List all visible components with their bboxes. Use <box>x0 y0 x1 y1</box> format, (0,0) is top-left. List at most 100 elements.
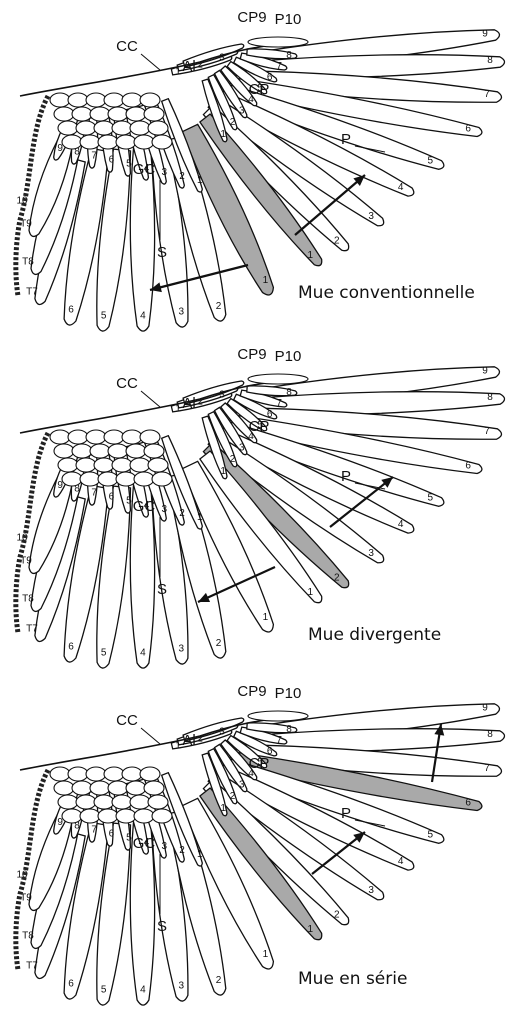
primary-covert-number: 3 <box>239 780 245 791</box>
greater-coverts-label: GC <box>133 835 156 852</box>
primary-coverts-label: CP <box>249 755 270 772</box>
primary-number: 4 <box>398 182 404 193</box>
greater-covert-number: 5 <box>126 496 132 507</box>
greater-covert-number: 3 <box>161 841 167 852</box>
greater-covert-number: 2 <box>179 845 185 856</box>
primary-covert-number: 8 <box>286 724 292 735</box>
primary-coverts-label: CP <box>249 81 270 98</box>
secondary-number: 2 <box>216 975 222 986</box>
primary-number: 5 <box>428 830 434 841</box>
primary-number: 7 <box>484 426 490 437</box>
primary-number: 4 <box>398 856 404 867</box>
greater-covert-number: 2 <box>179 171 185 182</box>
secondary-number: 1 <box>263 612 269 623</box>
primary-covert-number: 7 <box>276 61 282 72</box>
cp9-label: CP9 <box>237 9 266 26</box>
tertial-label: T7 <box>26 287 38 298</box>
secondary-number: 3 <box>178 644 184 655</box>
primary-covert-number: 2 <box>230 791 236 802</box>
cp9-label: CP9 <box>237 683 266 700</box>
primary-number: 6 <box>465 461 471 472</box>
primary-number: 6 <box>465 798 471 809</box>
greater-covert-number: 7 <box>91 825 97 836</box>
carpal-covert-leader <box>141 54 160 70</box>
cp9-label: CP9 <box>237 346 266 363</box>
wing-diagram: 987654321654321T7T8T91012345678912345678… <box>0 674 523 1010</box>
primary-covert-number: 1 <box>220 803 226 814</box>
secondary-number: 6 <box>68 305 74 316</box>
secondary-number: 6 <box>68 642 74 653</box>
greater-coverts-label: GC <box>133 161 156 178</box>
carpal-covert-label: CC <box>116 375 138 392</box>
greater-covert-number: 1 <box>197 175 203 186</box>
primary-coverts-label: CP <box>249 418 270 435</box>
secondary-number: 2 <box>216 301 222 312</box>
primary-covert-number: 2 <box>230 117 236 128</box>
lesser-coverts <box>50 767 172 823</box>
primary-covert-number: 8 <box>286 387 292 398</box>
alula-label: Al <box>182 732 195 749</box>
secondary-number: 5 <box>101 311 107 322</box>
greater-covert-number: 7 <box>91 151 97 162</box>
secondaries-label: S <box>157 918 167 935</box>
tertial-label: T7 <box>26 624 38 635</box>
secondaries-label: S <box>157 244 167 261</box>
lesser-coverts <box>50 93 172 149</box>
primaries-label: P <box>341 805 351 822</box>
tertial-label: T8 <box>22 594 34 605</box>
greater-covert-number: 3 <box>161 504 167 515</box>
panel-caption: Mue en série <box>298 969 407 989</box>
greater-covert-number: 3 <box>161 167 167 178</box>
primary-number: 2 <box>334 235 340 246</box>
primary-covert-number: 3 <box>239 443 245 454</box>
tertial-label: T7 <box>26 961 38 972</box>
secondary-number: 4 <box>140 985 146 996</box>
wing-panel-serial: 987654321654321T7T8T91012345678912345678… <box>0 674 523 1010</box>
greater-covert-number: 6 <box>109 492 115 503</box>
secondary-number: 3 <box>178 307 184 318</box>
secondary-number: 6 <box>68 979 74 990</box>
primary-covert-number: 1 <box>220 129 226 140</box>
greater-covert-number: 1 <box>197 512 203 523</box>
primary-number: 7 <box>484 763 490 774</box>
wing-diagram: 987654321654321T7T8T91012345678912345678… <box>0 337 523 673</box>
p10-label: P10 <box>275 348 302 365</box>
secondary-number: 2 <box>216 638 222 649</box>
secondary-number: 1 <box>263 949 269 960</box>
tertial-label: T8 <box>22 257 34 268</box>
carpal-covert-label: CC <box>116 712 138 729</box>
p10-feather <box>248 374 308 384</box>
lesser-coverts <box>50 430 172 486</box>
primary-number: 8 <box>487 55 493 66</box>
primary-number: 6 <box>465 124 471 135</box>
carpal-covert-leader <box>141 391 160 407</box>
secondaries-label: S <box>157 581 167 598</box>
p10-label: P10 <box>275 685 302 702</box>
primary-number: 9 <box>482 702 488 713</box>
p10-label: P10 <box>275 11 302 28</box>
panel-caption: Mue conventionnelle <box>298 283 475 303</box>
primary-number: 2 <box>334 909 340 920</box>
primary-covert-number: 2 <box>230 454 236 465</box>
primary-number: 2 <box>334 572 340 583</box>
primary-number: 3 <box>368 211 374 222</box>
primary-number: 9 <box>482 365 488 376</box>
primaries-label: P <box>341 468 351 485</box>
panel-caption: Mue divergente <box>308 625 441 645</box>
secondary-number: 1 <box>263 275 269 286</box>
primary-number: 1 <box>308 924 314 935</box>
primary-number: 5 <box>428 493 434 504</box>
primary-number: 3 <box>368 548 374 559</box>
primary-number: 3 <box>368 885 374 896</box>
primary-number: 9 <box>482 28 488 39</box>
primary-number: 8 <box>487 729 493 740</box>
greater-covert-number: 1 <box>197 849 203 860</box>
secondary-number: 4 <box>140 311 146 322</box>
greater-covert-number: 5 <box>126 833 132 844</box>
primaries-label: P <box>341 131 351 148</box>
greater-covert-number: 5 <box>126 159 132 170</box>
alula-label: Al <box>182 58 195 75</box>
secondary-number: 3 <box>178 981 184 992</box>
